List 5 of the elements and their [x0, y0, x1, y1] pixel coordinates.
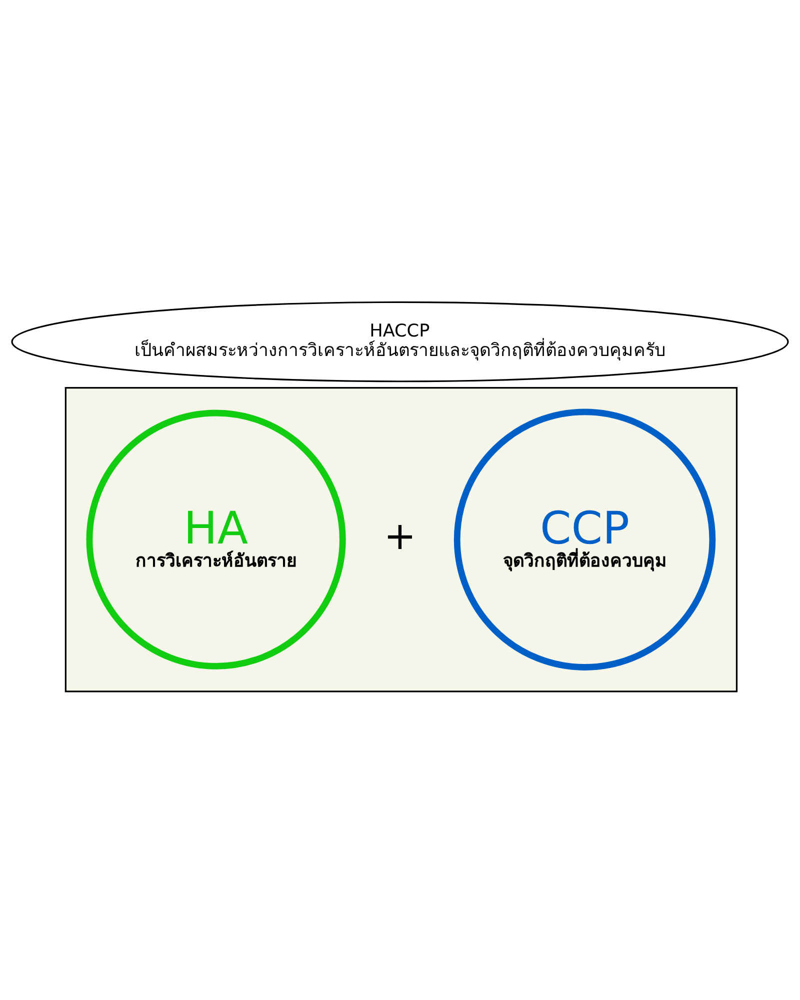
label: +: [384, 514, 416, 560]
node-circle: HA การวิเคราะห์อันตราย: [86, 410, 346, 670]
node-ellipse: HACCP เป็นคำผสมระหว่างการวิเคราะห์อันตรายและจุดวิกฤติที่ต้องควบคุมครับ: [11, 301, 789, 382]
node-circle: CCP จุดวิกฤติที่ต้องควบคุม: [454, 408, 716, 670]
cluster: [64, 386, 738, 692]
